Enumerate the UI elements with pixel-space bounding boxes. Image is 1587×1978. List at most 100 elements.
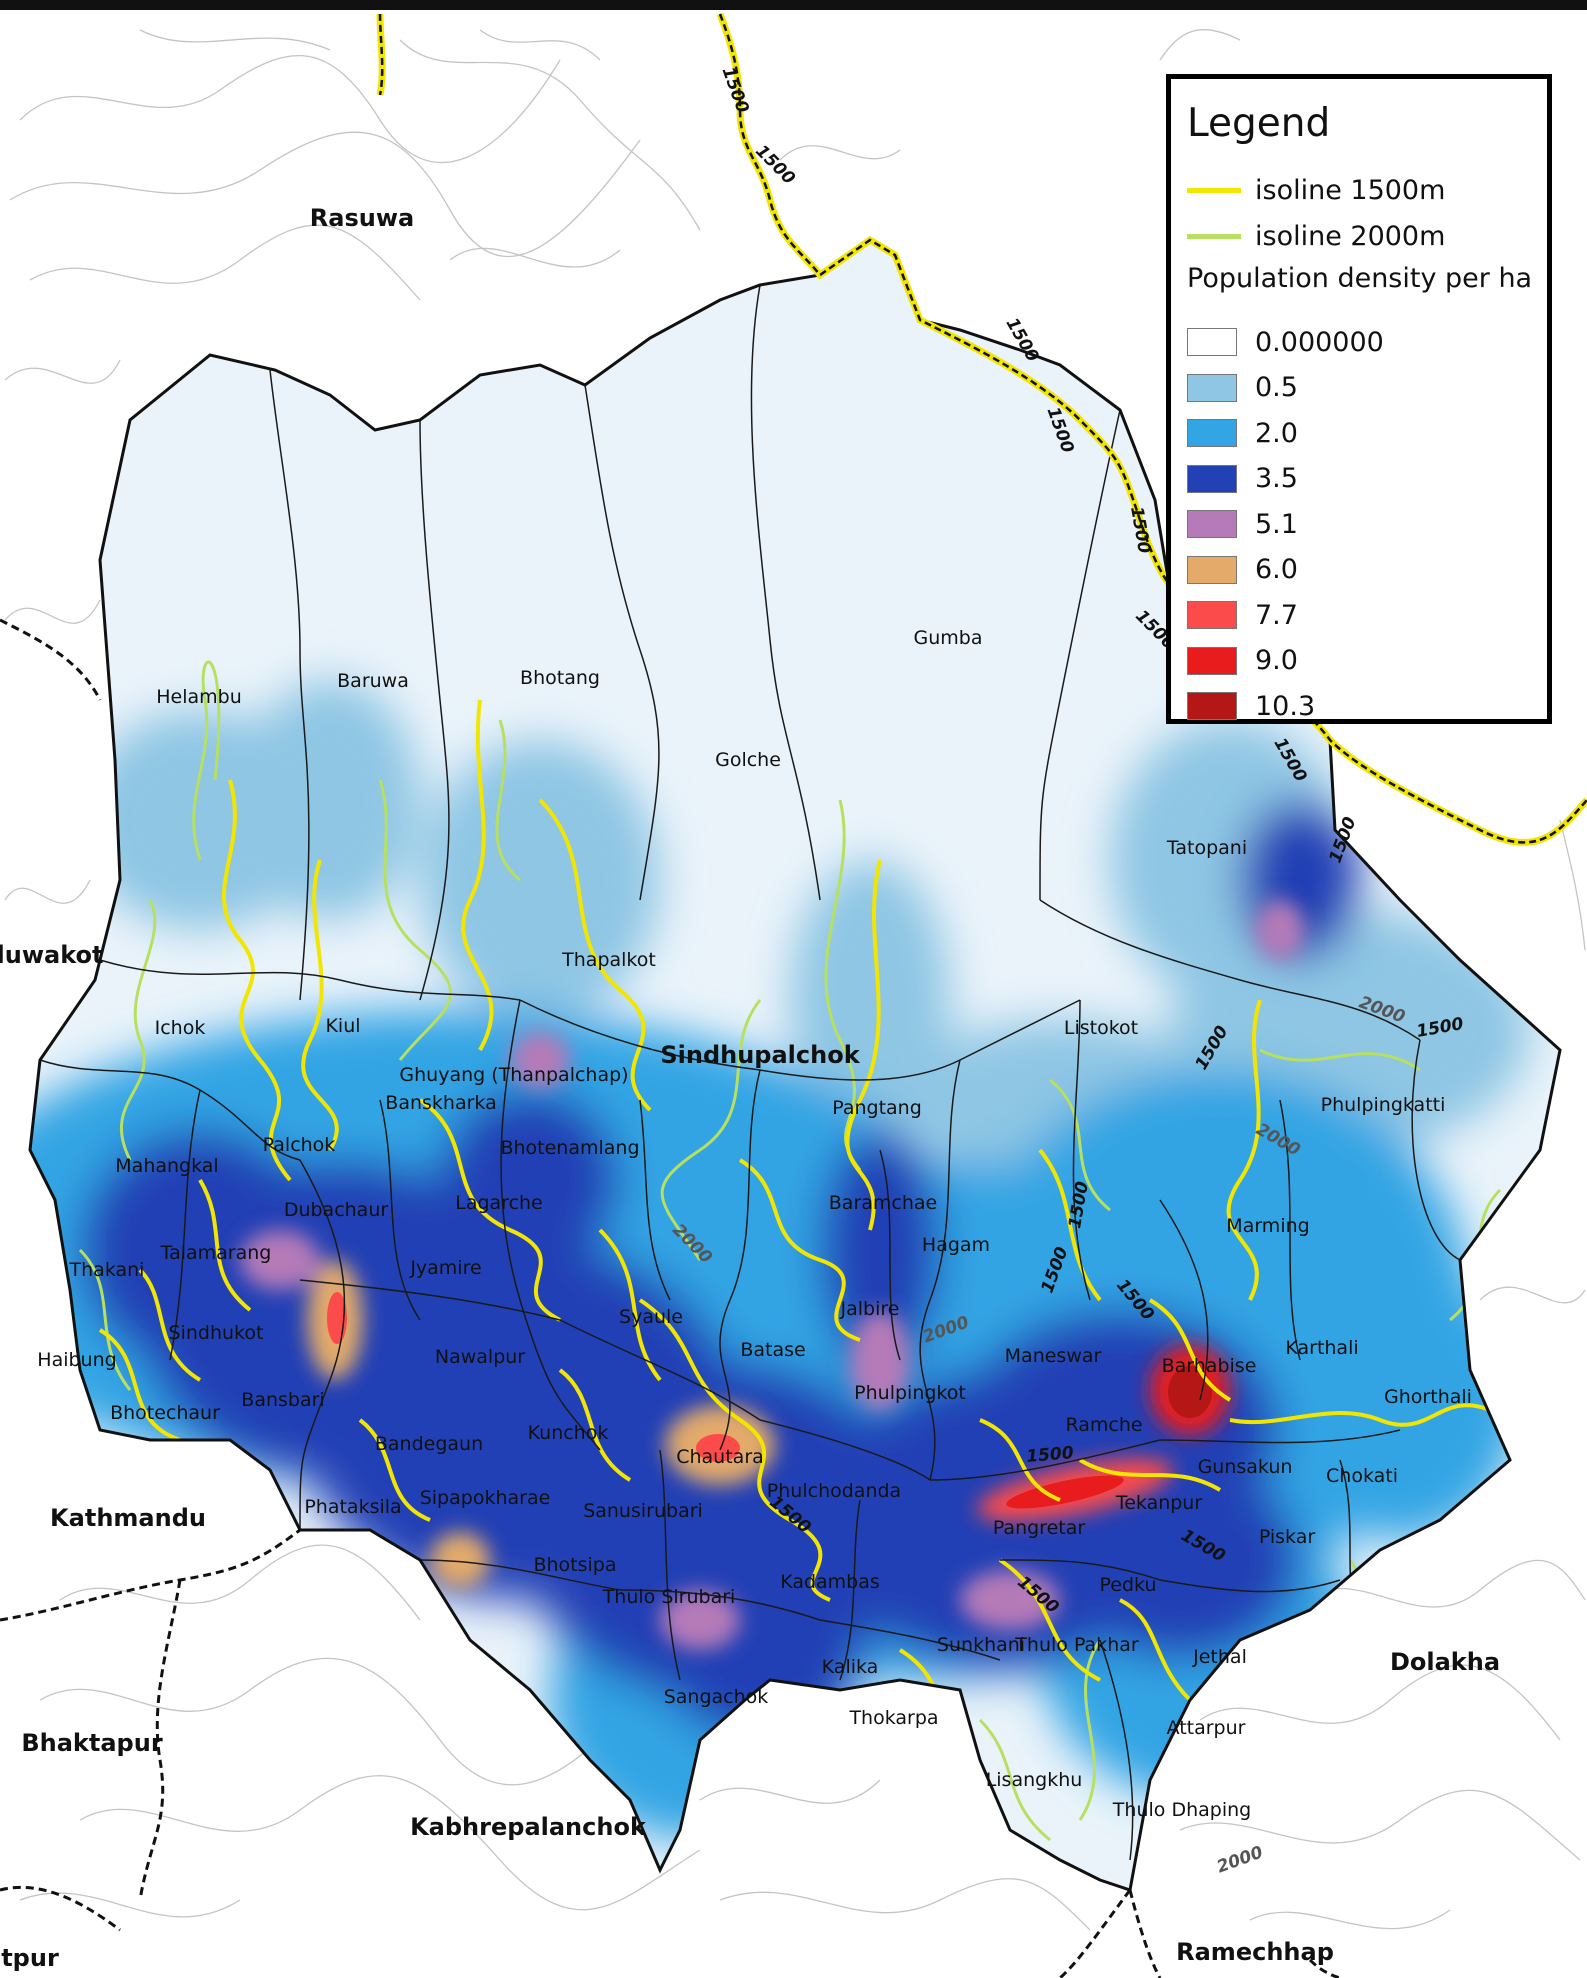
vdc-label: Lagarche — [455, 1192, 543, 1214]
vdc-label: Pedku — [1099, 1574, 1157, 1596]
legend-isoline-2000: isoline 2000m — [1187, 219, 1445, 253]
vdc-label: Thulo Sirubari — [602, 1586, 736, 1608]
vdc-label: Tatopani — [1166, 837, 1248, 859]
vdc-label: Kalika — [821, 1656, 879, 1678]
vdc-label: Kunchok — [527, 1422, 609, 1444]
vdc-label: Chautara — [676, 1446, 764, 1468]
vdc-label: Jyamire — [410, 1257, 482, 1279]
legend-class-swatch — [1187, 419, 1237, 447]
vdc-label: Phulchodanda — [766, 1480, 902, 1502]
vdc-label: Listokot — [1063, 1017, 1139, 1039]
vdc-label: Haibung — [37, 1349, 117, 1371]
vdc-label: Bansbari — [241, 1389, 325, 1411]
vdc-label: Phulpingkot — [854, 1382, 966, 1404]
legend-class-swatch — [1187, 692, 1237, 720]
neighbor-district-label: luwakot — [0, 941, 104, 969]
vdc-label: Kadambas — [780, 1571, 880, 1593]
legend-class-label: 3.5 — [1255, 463, 1298, 494]
vdc-label: Ghuyang (Thanpalchap) — [399, 1064, 629, 1086]
vdc-label: Jalbire — [840, 1298, 900, 1320]
vdc-label: Bhotang — [520, 667, 600, 689]
legend-class-label: 9.0 — [1255, 645, 1298, 676]
vdc-label: Thakani — [69, 1259, 145, 1281]
vdc-label: Kiul — [325, 1015, 361, 1037]
vdc-label: Batase — [740, 1339, 806, 1361]
legend-class-row: 6.0 — [1187, 553, 1298, 587]
national-border — [376, 12, 1587, 846]
legend-class-row: 7.7 — [1187, 598, 1298, 632]
vdc-label: Maneswar — [1004, 1345, 1102, 1367]
vdc-label: Phulpingkatti — [1320, 1094, 1446, 1116]
legend-title: Legend — [1187, 101, 1331, 146]
vdc-label: Bandegaun — [374, 1433, 484, 1455]
legend-class-row: 0.5 — [1187, 371, 1298, 405]
legend-class-label: 7.7 — [1255, 599, 1298, 631]
vdc-boundaries — [39, 284, 1461, 1861]
vdc-label: Mahangkal — [115, 1155, 219, 1177]
vdc-label: Sangachok — [663, 1686, 769, 1708]
legend-class-label: 10.3 — [1255, 690, 1316, 722]
legend-class-swatch — [1187, 646, 1237, 675]
vdc-label: Sipapokharae — [419, 1487, 551, 1509]
legend-class-row: 10.3 — [1187, 689, 1315, 723]
neighbor-district-label: Kabhrepalanchok — [410, 1813, 646, 1841]
vdc-label: Baruwa — [337, 670, 409, 692]
vdc-label: Jethal — [1193, 1646, 1247, 1668]
vdc-label: Attarpur — [1166, 1717, 1246, 1739]
legend-class-swatch — [1187, 555, 1237, 584]
vdc-label: Helambu — [156, 686, 242, 708]
vdc-label: Pangretar — [992, 1517, 1086, 1539]
vdc-label: Palchok — [262, 1134, 336, 1156]
vdc-label: Ghorthali — [1384, 1386, 1472, 1408]
vdc-label: Bhotenamlang — [500, 1137, 640, 1159]
vdc-label: Piskar — [1258, 1526, 1316, 1548]
vdc-label: Ramche — [1065, 1414, 1143, 1436]
vdc-label: Sindhukot — [168, 1322, 264, 1344]
legend-class-label: 0.5 — [1255, 372, 1298, 403]
legend-class-swatch — [1187, 510, 1237, 538]
neighbor-district-label: Bhaktapur — [21, 1729, 163, 1757]
legend-class-row: 3.5 — [1187, 462, 1298, 496]
legend-class-label: 6.0 — [1255, 554, 1298, 585]
neighbor-district-label: tpur — [1, 1944, 59, 1972]
vdc-label: Barhabise — [1161, 1355, 1257, 1377]
isoline-label: 1500 — [1025, 1442, 1075, 1468]
vdc-label: Ichok — [154, 1017, 206, 1039]
vdc-label: Phataksila — [304, 1496, 402, 1518]
isoline-1500-swatch — [1187, 187, 1241, 193]
vdc-label: Gunsakun — [1197, 1456, 1293, 1478]
legend-isoline-1500: isoline 1500m — [1187, 173, 1445, 207]
vdc-label: Thokarpa — [849, 1707, 939, 1729]
neighbor-district-label: Dolakha — [1389, 1648, 1501, 1676]
vdc-label: Thulo Dhaping — [1112, 1799, 1252, 1821]
vdc-label: Golche — [715, 749, 781, 771]
vdc-label: Marming — [1226, 1215, 1310, 1237]
vdc-label: Talamarang — [160, 1242, 272, 1264]
legend-class-label: 2.0 — [1255, 417, 1298, 449]
vdc-label: Hagam — [921, 1234, 991, 1256]
neighbor-district-label: Rasuwa — [309, 204, 415, 232]
legend-isoline-2000-label: isoline 2000m — [1255, 220, 1446, 252]
legend-class-swatch — [1187, 373, 1237, 402]
vdc-label: Pangtang — [832, 1097, 922, 1119]
legend-class-row: 0.000000 — [1187, 325, 1384, 359]
background-contours — [4, 28, 1586, 1931]
legend-class-row: 2.0 — [1187, 416, 1298, 450]
isoline-2000-swatch — [1187, 233, 1241, 239]
legend-class-row: 9.0 — [1187, 644, 1298, 678]
district-borders — [0, 618, 1341, 1978]
vdc-label: Sunkhani — [936, 1634, 1026, 1656]
vdc-label: Bhotsipa — [533, 1554, 617, 1576]
legend-isoline-1500-label: isoline 1500m — [1255, 174, 1446, 206]
legend-class-swatch — [1187, 601, 1237, 629]
legend-density-title: Population density per ha — [1187, 263, 1533, 294]
legend: Legend isoline 1500m isoline 2000m Popul… — [1166, 74, 1552, 724]
neighbor-district-label: Ramechhap — [1176, 1938, 1334, 1966]
isolines-2000m — [78, 660, 1502, 1842]
vdc-label: Thapalkot — [562, 949, 656, 971]
vdc-label: Dubachaur — [283, 1199, 389, 1221]
district-label-sindhupalchok: Sindhupalchok — [660, 1041, 860, 1069]
legend-class-label: 5.1 — [1255, 508, 1298, 540]
vdc-label: Karthali — [1285, 1337, 1359, 1359]
vdc-label: Gumba — [913, 627, 983, 649]
